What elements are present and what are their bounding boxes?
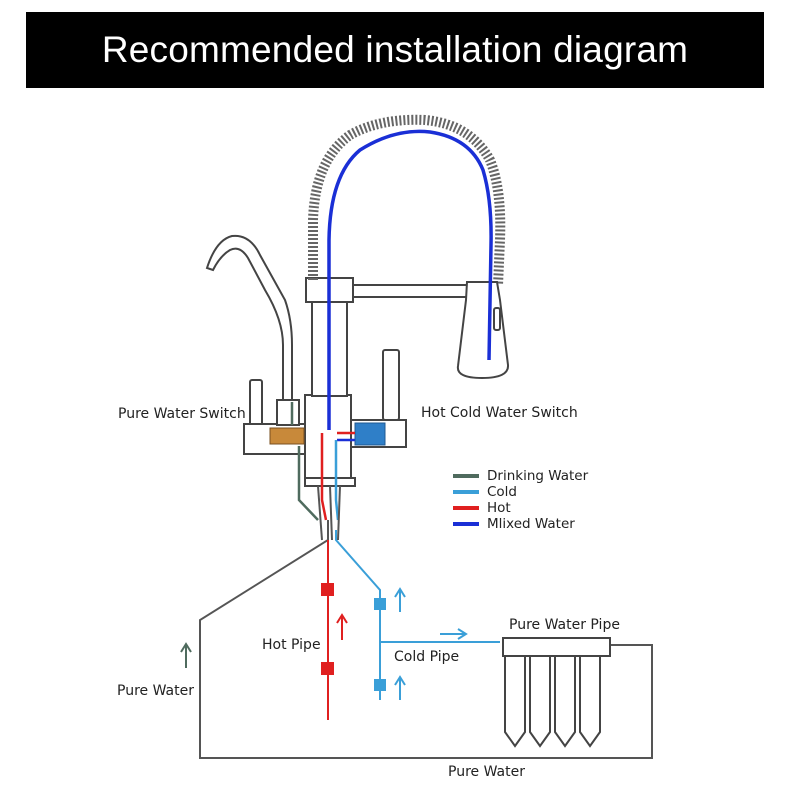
cold-pipe	[335, 530, 500, 700]
cold-valve-lower	[374, 679, 386, 691]
cold-up-arrow-icon-lower	[394, 675, 406, 700]
cold-up-arrow-icon-upper	[394, 587, 406, 612]
legend-swatch	[453, 490, 479, 494]
up-arrow-icon	[180, 642, 192, 668]
pure-water-valve	[269, 427, 305, 445]
legend-swatch	[453, 506, 479, 510]
legend-item-cold: Cold	[453, 484, 588, 500]
legend-label: Mlixed Water	[487, 516, 575, 532]
legend-label: Drinking Water	[487, 468, 589, 484]
mixing-cartridge	[354, 422, 386, 446]
supply-hoses	[317, 485, 341, 541]
cold-pipe-label: Cold Pipe	[394, 649, 460, 665]
legend-swatch	[453, 474, 479, 478]
pure-water-spout	[205, 234, 293, 402]
spring-neck	[308, 114, 506, 286]
page-title: Recommended installation diagram	[101, 29, 689, 70]
hot-up-arrow-icon	[336, 613, 348, 640]
legend: Drinking Water Cold Hot Mlixed Water	[453, 468, 588, 532]
legend-label: Hot	[487, 500, 511, 516]
pure-water-bottom-label: Pure Water	[448, 764, 525, 780]
pure-water-left-label: Pure Water	[117, 683, 194, 699]
legend-label: Cold	[487, 484, 518, 500]
hot-pipe	[321, 540, 348, 720]
legend-swatch	[453, 522, 479, 526]
cold-valve-upper	[374, 598, 386, 610]
title-banner: Recommended installation diagram	[26, 12, 764, 88]
pure-water-switch-label: Pure Water Switch	[118, 406, 246, 422]
legend-item-mixed-water: Mlixed Water	[453, 516, 588, 532]
hot-valve-lower	[321, 662, 334, 675]
spray-head	[456, 281, 510, 380]
mixed-water-hose	[327, 129, 493, 430]
legend-item-drinking-water: Drinking Water	[453, 468, 588, 484]
filter-unit	[502, 637, 611, 748]
hot-cold-water-switch-label: Hot Cold Water Switch	[421, 405, 578, 421]
internal-lines	[290, 402, 355, 521]
hot-valve-upper	[321, 583, 334, 596]
legend-item-hot: Hot	[453, 500, 588, 516]
cold-right-arrow-icon	[440, 628, 468, 640]
hot-pipe-label: Hot Pipe	[262, 637, 321, 653]
pure-water-pipe-label: Pure Water Pipe	[509, 617, 620, 633]
